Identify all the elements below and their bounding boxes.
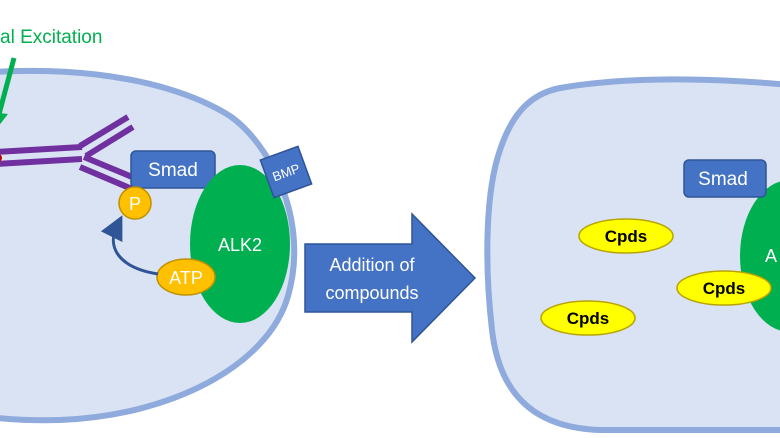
right-receptor-label: A	[765, 246, 777, 266]
smad-label: Smad	[148, 160, 198, 181]
compound-3: Cpds	[540, 300, 636, 336]
smad-box-right	[683, 159, 767, 198]
phosphate-transfer-arrow	[100, 215, 159, 276]
compound-1-label: Cpds	[605, 227, 648, 246]
compound-3-label: Cpds	[567, 309, 610, 328]
atp-label: ATP	[169, 268, 203, 288]
alk2-receptor	[190, 165, 290, 323]
antibody-tip-marker	[0, 154, 2, 162]
addition-arrow-line2: compounds	[325, 283, 418, 303]
addition-arrow-line1: Addition of	[329, 255, 415, 275]
excitation-label: al Excitation	[0, 27, 102, 48]
phosphate-circle	[118, 186, 152, 220]
atp-ellipse	[156, 258, 216, 296]
bmp-ligand: BMP	[259, 145, 313, 199]
excitation-arrowhead	[0, 113, 8, 125]
smad-box	[130, 150, 216, 189]
smad-label-right: Smad	[698, 169, 748, 190]
phosphate-label: P	[129, 194, 141, 214]
compound-1: Cpds	[578, 218, 674, 254]
compound-2: Cpds	[676, 270, 772, 306]
alk2-label: ALK2	[218, 235, 262, 255]
addition-arrow	[304, 212, 477, 344]
right-cell	[484, 76, 780, 433]
excitation-arrow	[0, 57, 17, 119]
compound-2-label: Cpds	[703, 279, 746, 298]
antibody	[0, 114, 139, 192]
